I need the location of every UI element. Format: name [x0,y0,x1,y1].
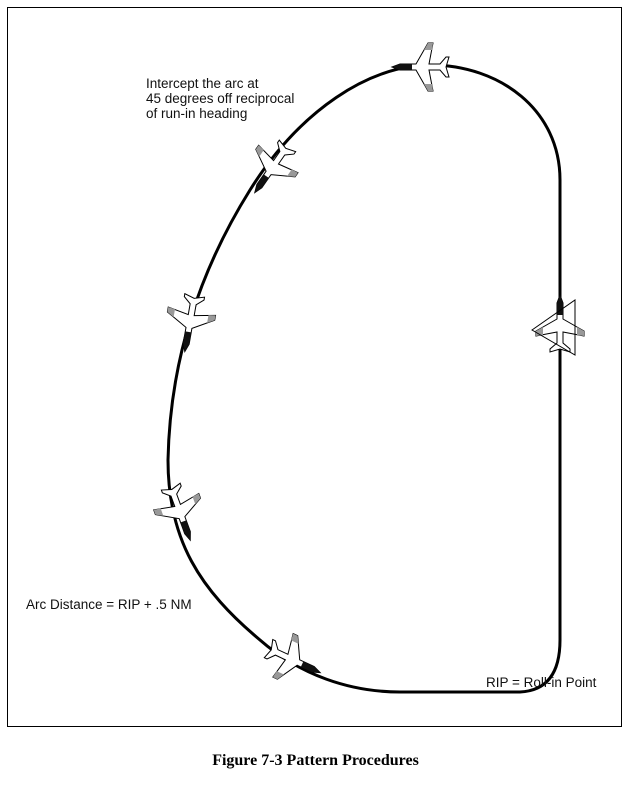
intercept-label-line: 45 degrees off reciprocal [146,91,295,106]
aircraft-icon [160,290,219,357]
intercept-label-line: of run-in heading [146,106,248,121]
roll-in-marker-icon [531,299,576,356]
aircraft-icon [391,42,450,92]
rip-label: RIP = Roll-in Point [486,675,597,690]
diagram-frame [7,7,622,727]
aircraft-icon [257,626,331,695]
pattern-track [166,63,562,694]
intercept-label-line: Intercept the arc at [146,76,259,91]
aircraft-icon [535,294,585,353]
intercept-label: Intercept the arc at 45 degrees off reci… [146,76,294,121]
figure-caption: Figure 7-3 Pattern Procedures [212,752,419,769]
arc-distance-label: Arc Distance = RIP + .5 NM [26,597,192,612]
